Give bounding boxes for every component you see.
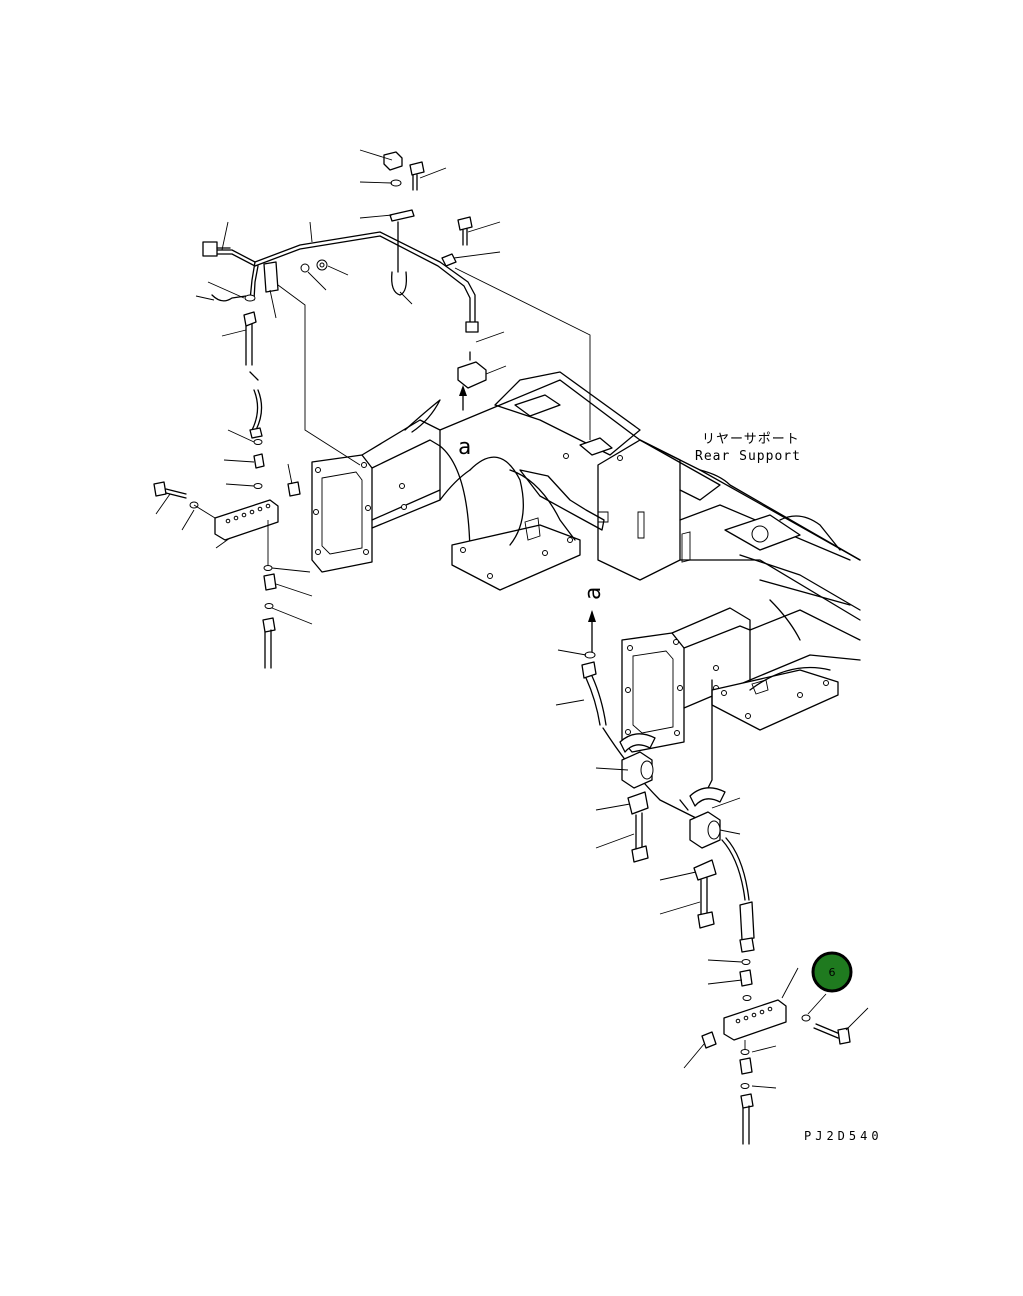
upper-lubrication-pipe bbox=[202, 151, 591, 497]
right-manifold-block bbox=[701, 999, 851, 1145]
rear-support-label-jp: リヤーサポート bbox=[702, 432, 800, 447]
view-marker-a-lower: a bbox=[581, 587, 606, 600]
left-manifold-block bbox=[153, 481, 279, 669]
rear-support-frame bbox=[311, 371, 861, 753]
lower-hose-assembly bbox=[581, 610, 755, 1001]
leader-lines bbox=[155, 149, 869, 1089]
drawing-code: PJ2D540 bbox=[804, 1129, 883, 1143]
rear-support-label-en: Rear Support bbox=[695, 449, 801, 464]
callout-badge[interactable]: 6 bbox=[811, 951, 853, 993]
callout-number: 6 bbox=[829, 966, 836, 979]
view-marker-a-upper: a bbox=[458, 435, 471, 460]
